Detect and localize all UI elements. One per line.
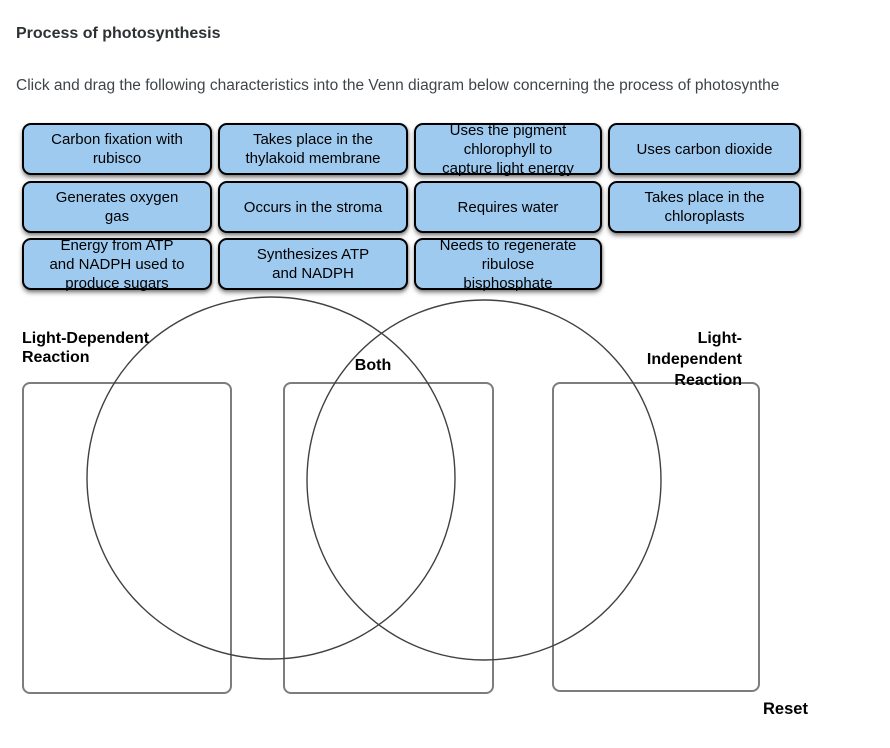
reset-button[interactable]: Reset xyxy=(763,700,808,718)
chip-stroma[interactable]: Occurs in the stroma xyxy=(218,181,408,233)
chip-atp-nadph-sugars[interactable]: Energy from ATP and NADPH used to produc… xyxy=(22,236,212,292)
chip-label: Takes place in the chloroplasts xyxy=(644,189,765,225)
chip-thylakoid-membrane[interactable]: Takes place in the thylakoid membrane xyxy=(218,123,408,175)
chip-label: Uses the pigment chlorophyll to capture … xyxy=(442,121,574,177)
chip-requires-water[interactable]: Requires water xyxy=(414,181,602,233)
chip-carbon-fixation[interactable]: Carbon fixation with rubisco xyxy=(22,123,212,175)
chip-label: Generates oxygen gas xyxy=(55,189,179,225)
chip-label: Energy from ATP and NADPH used to produc… xyxy=(49,236,185,292)
chip-oxygen-gas[interactable]: Generates oxygen gas xyxy=(22,181,212,233)
chip-label: Carbon fixation with rubisco xyxy=(51,131,183,167)
chip-chlorophyll-pigment[interactable]: Uses the pigment chlorophyll to capture … xyxy=(414,121,602,177)
chip-label: Requires water xyxy=(457,198,559,216)
chip-carbon-dioxide[interactable]: Uses carbon dioxide xyxy=(608,123,801,175)
label-light-dependent-reaction: Light-Dependent Reaction xyxy=(22,330,150,366)
drop-zone-both[interactable] xyxy=(283,382,494,694)
chip-chloroplasts[interactable]: Takes place in the chloroplasts xyxy=(608,181,801,233)
chip-label: Occurs in the stroma xyxy=(243,198,383,216)
drop-zone-light-independent[interactable] xyxy=(552,382,760,692)
chip-label: Needs to regenerate ribulose bisphosphat… xyxy=(439,236,577,292)
drop-zone-light-dependent[interactable] xyxy=(22,382,232,694)
chip-label: Takes place in the thylakoid membrane xyxy=(245,131,381,167)
instruction-text: Click and drag the following characteris… xyxy=(16,77,780,94)
label-light-independent-reaction: Light- Independent Reaction xyxy=(646,330,742,389)
chip-ribulose-bisphosphate[interactable]: Needs to regenerate ribulose bisphosphat… xyxy=(414,236,602,292)
page-title: Process of photosynthesis xyxy=(16,25,221,42)
label-both: Both xyxy=(354,357,392,374)
chip-synthesizes-atp-nadph[interactable]: Synthesizes ATP and NADPH xyxy=(218,238,408,290)
chip-label: Uses carbon dioxide xyxy=(636,140,773,158)
chip-label: Synthesizes ATP and NADPH xyxy=(256,246,370,282)
